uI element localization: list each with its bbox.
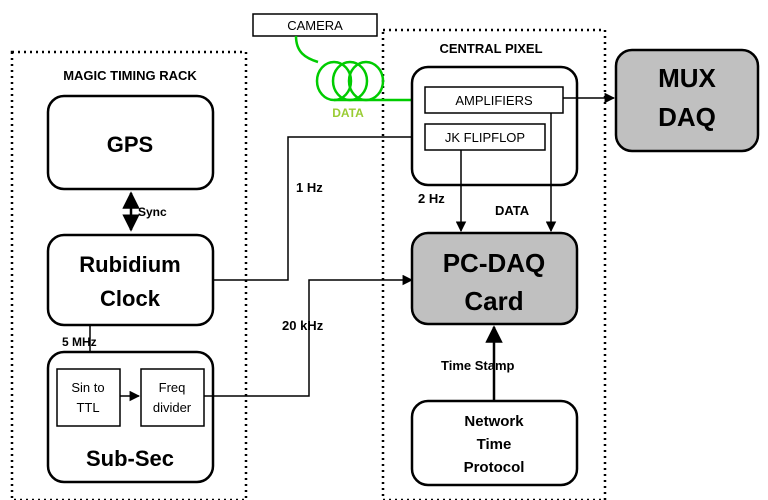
- magic-timing-rack-title: MAGIC TIMING RACK: [63, 68, 197, 83]
- freq-divider-box: [140, 368, 205, 427]
- sync-label: Sync: [138, 205, 167, 219]
- mux-daq-line1: MUX: [658, 63, 716, 93]
- rubidium-clock-box: [46, 233, 215, 327]
- one-hz-label: 1 Hz: [296, 180, 323, 195]
- amplifiers-label: AMPLIFIERS: [455, 93, 533, 108]
- sin-to-ttl-box: [56, 368, 121, 427]
- freq-divider-line1: Freq: [159, 380, 186, 395]
- gps-box: [46, 94, 215, 191]
- two-hz-label: 2 Hz: [418, 191, 445, 206]
- fiber-optic-coil: [294, 35, 425, 102]
- one-hz-line: [213, 131, 425, 281]
- camera-label: CAMERA: [287, 18, 343, 33]
- mux-daq-box: [614, 48, 760, 153]
- network-time-protocol-box: [410, 399, 579, 487]
- ntp-line1: Network: [464, 413, 524, 430]
- sub-sec-label: Sub-Sec: [86, 446, 174, 471]
- pc-daq-card-box: [410, 231, 579, 326]
- sin-to-ttl-line1: Sin to: [71, 380, 104, 395]
- twenty-khz-line: [204, 274, 414, 397]
- ntp-line2: Time: [477, 436, 512, 453]
- rubidium-label-line1: Rubidium: [79, 252, 180, 277]
- central-pixel-title: CENTRAL PIXEL: [439, 41, 542, 56]
- central-pixel-enclosure: [381, 28, 607, 500]
- mux-daq-line2: DAQ: [658, 102, 716, 132]
- magic-timing-rack-enclosure: [10, 50, 248, 500]
- amplifiers-box: [424, 86, 564, 114]
- jk-flipflop-box: [424, 123, 546, 151]
- rubidium-label-line2: Clock: [100, 286, 161, 311]
- time-stamp-label: Time Stamp: [441, 358, 515, 373]
- sin-to-ttl-line2: TTL: [76, 400, 99, 415]
- camera-box: [252, 13, 378, 37]
- jk-flipflop-label: JK FLIPFLOP: [445, 130, 525, 145]
- five-mhz-label: 5 MHz: [62, 335, 97, 349]
- twenty-khz-label: 20 kHz: [282, 318, 324, 333]
- freq-divider-line2: divider: [153, 400, 192, 415]
- fiber-data-label: DATA: [332, 106, 364, 120]
- ntp-line3: Protocol: [464, 459, 525, 476]
- pc-daq-line2: Card: [464, 286, 523, 316]
- pc-daq-line1: PC-DAQ: [443, 248, 546, 278]
- gps-label: GPS: [107, 132, 153, 157]
- data-label: DATA: [495, 203, 530, 218]
